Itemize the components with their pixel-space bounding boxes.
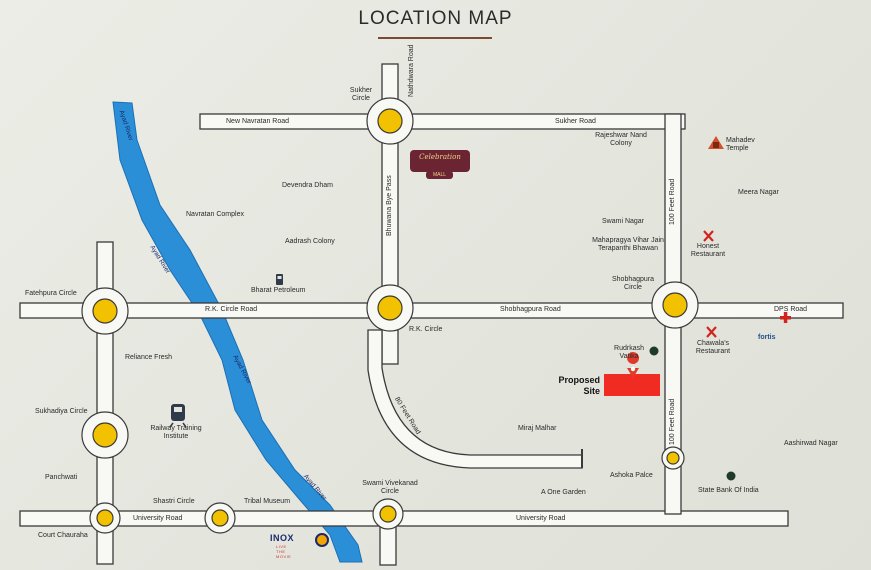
label-aadrash: Aadrash Colony (285, 238, 335, 245)
restaurant-icon (703, 230, 714, 242)
shastri-circle-dot (211, 509, 229, 527)
label-mahadev: Mahadev Temple (726, 137, 755, 152)
label-shobhagpura-circle: Shobhagpura Circle (612, 276, 655, 291)
bank-icon (726, 471, 736, 481)
hospital-cross-icon (780, 312, 791, 323)
label-honest-restaurant: Honest Restaurant (690, 243, 726, 258)
label-court-chauraha: Court Chauraha (38, 532, 88, 539)
label-swami-nagar: Swami Nagar (602, 218, 645, 225)
label-rk-circle: R.K. Circle (409, 326, 443, 333)
label-sukher-circle: Sukher Circle (349, 87, 373, 102)
road-label-100-feet-bottom: 100 Feet Road (669, 398, 676, 445)
restaurant-icon (706, 326, 717, 338)
rk-circle-dot (377, 295, 403, 321)
label-panchwati: Panchwati (45, 474, 78, 481)
label-meera-nagar: Meera Nagar (738, 189, 779, 196)
rk-circle-road (19, 302, 844, 319)
court-chauraha-dot (96, 509, 114, 527)
ashoka-circle-dot (666, 451, 680, 465)
road-label-sukher: Sukher Road (555, 118, 596, 125)
road-label-100-feet-top: 100 Feet Road (669, 178, 676, 225)
celebration-mall-label: Celebration (419, 153, 461, 161)
road-label-shobhagpura: Shobhagpura Road (500, 306, 561, 313)
label-state-bank: State Bank Of India (698, 487, 759, 494)
label-fatehpura-circle: Fatehpura Circle (25, 290, 77, 297)
inox-logo-icon (315, 533, 329, 547)
fortis-logo: fortis (758, 334, 776, 341)
fuel-pump-icon (276, 274, 283, 285)
tree-icon (649, 346, 659, 356)
label-chawala-restaurant: Chawala's Restaurant (695, 340, 731, 355)
label-rudrkash-vatika: Rudrkash Vatika (614, 345, 644, 360)
eighty-feet-road (367, 329, 583, 469)
title-underline (378, 37, 492, 39)
label-rajeshwar: Rajeshwar Nand Colony (595, 132, 647, 147)
new-navratan-road (199, 113, 686, 130)
train-icon (169, 404, 187, 428)
label-tribal-museum: Tribal Museum (244, 498, 291, 505)
road-label-dps: DPS Road (774, 306, 808, 313)
label-bharat-petroleum: Bharat Petroleum (251, 287, 306, 294)
location-pin-icon (627, 352, 640, 378)
road-label-nathdwara: Nathdwara Road (408, 44, 415, 97)
label-devendra: Devendra Dham (282, 182, 333, 189)
label-a-one-garden: A One Garden (541, 489, 586, 496)
vivekanand-circle-dot (379, 505, 397, 523)
celebration-mall-logo (410, 150, 470, 179)
label-aashirwad-nagar: Aashirwad Nagar (784, 440, 838, 447)
inox-logo: INOX LIVE THE MOVIE (270, 533, 295, 559)
label-navratan-complex: Navratan Complex (186, 211, 244, 218)
label-sukhadiya-circle: Sukhadiya Circle (35, 408, 88, 415)
road-label-university-right: University Road (516, 515, 566, 522)
temple-icon (708, 136, 724, 149)
celebration-mall-sub: MALL (432, 172, 447, 178)
label-mahapragya: Mahapragya Vihar Jain Terapanthi Bhawan (592, 237, 664, 252)
shobhagpura-circle-dot (662, 292, 688, 318)
proposed-site-block (604, 374, 660, 396)
fatehpura-circle-dot (92, 298, 118, 324)
label-vivekanand-circle: Swami Vivekanad Circle (362, 480, 418, 495)
label-shastri-circle: Shastri Circle (153, 498, 195, 505)
road-label-rk-circle: R.K. Circle Road (205, 306, 258, 313)
label-railway-institute: Railway Training Institute (150, 425, 202, 440)
label-reliance-fresh: Reliance Fresh (125, 354, 173, 361)
label-ashoka-palce: Ashoka Palce (610, 472, 653, 479)
label-miraj-malhar: Miraj Malhar (518, 425, 557, 432)
road-label-new-navratan: New Navratan Road (226, 118, 290, 125)
road-label-university-left: University Road (133, 515, 183, 522)
label-proposed-site: Proposed Site (558, 375, 600, 396)
sukhadiya-circle-dot (92, 422, 118, 448)
page-title: LOCATION MAP (358, 8, 513, 29)
sukher-circle-dot (377, 108, 403, 134)
road-label-bhuwana-bypass: Bhuwana Bye Pass (386, 175, 393, 236)
